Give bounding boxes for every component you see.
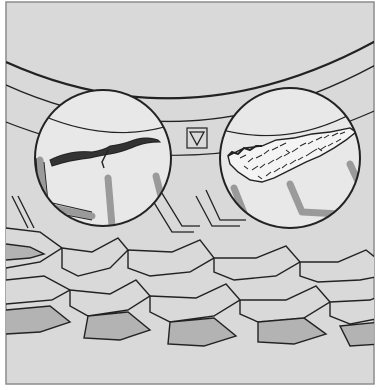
wear-indicator-icon: [187, 128, 207, 148]
